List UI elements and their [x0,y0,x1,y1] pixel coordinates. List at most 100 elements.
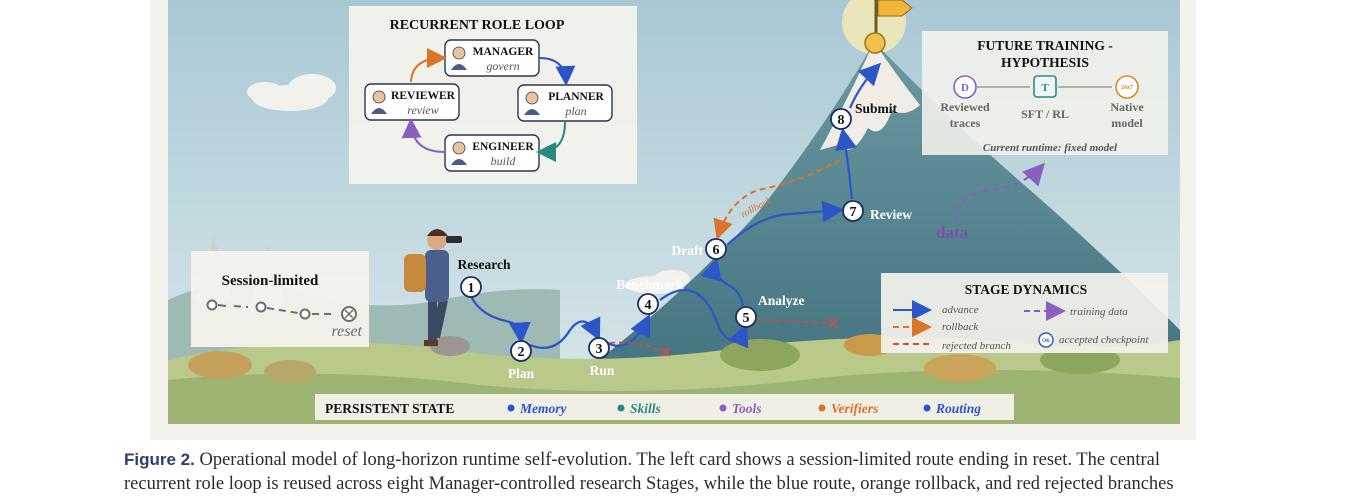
stage-circle [735,306,757,328]
stage-label: Benchmark [616,277,684,292]
state-label: Tools [732,401,762,416]
legend-accepted: accepted checkpoint [1059,334,1149,346]
stage-number: 2 [518,345,525,360]
persistent-state-tools: Tools [719,401,762,416]
stage-label: Plan [508,366,535,381]
role-verb: plan [564,104,586,118]
loop-arrow-reviewer-manager [410,48,447,83]
role-loop-card: RECURRENT ROLE LOOP MANAGERgovernPLANNER… [349,6,637,184]
training-node-glyph: D [961,82,969,94]
training-node-glyph: T [1041,82,1049,94]
future-training-note: Current runtime: fixed model [983,142,1118,154]
state-label: Routing [935,401,981,416]
session-limited-card: Session-limited reset [191,251,369,347]
training-node-label: SFT / RL [1021,107,1069,121]
stage-number: 1 [468,281,475,296]
state-dot-icon [617,404,625,412]
loop-arrow-planner-engineer [536,121,566,162]
accepted-checkpoint-glyph: OK [1042,339,1050,344]
role-avatar-icon [371,90,387,114]
cloud [625,270,690,294]
summit-flag [864,0,913,54]
stage-label: Research [458,257,511,272]
future-training-title-2: HYPOTHESIS [1001,55,1089,70]
training-node-2: T SFT / RL [1021,75,1069,121]
caption-line-2: recurrent role loop is reused across eig… [124,474,1174,494]
state-dot-icon [818,404,826,412]
stage-number: 7 [850,205,857,220]
role-name: ENGINEER [472,141,534,153]
stage-node-1: 1 Research [458,257,511,298]
stage-number: 3 [596,342,603,357]
training-node-glyph: 24x7 [1121,85,1133,91]
session-card-title: Session-limited [222,273,319,289]
stage-number: 8 [838,113,845,128]
role-loop-title: RECURRENT ROLE LOOP [390,18,565,33]
caption-line-1: Figure 2. Operational model of long-hori… [124,448,1224,472]
loop-arrow-manager-planner [538,57,576,86]
persistent-state-verifiers: Verifiers [818,401,878,416]
legend-rollback: rollback [942,321,979,333]
persistent-state-memory: Memory [507,401,568,416]
state-dot-icon [923,404,931,412]
state-label: Verifiers [831,401,878,416]
stage-circle [510,340,532,362]
hiker-figure [404,229,462,346]
data-label: data [936,223,969,242]
role-name: REVIEWER [391,90,456,102]
rock [430,336,470,356]
role-name: PLANNER [548,91,604,103]
state-label: Memory [519,401,568,416]
reset-label: reset [331,323,362,340]
caption-text-1: Operational model of long-horizon runtim… [199,450,1161,470]
rejected-branches [609,319,829,353]
training-node-label-2: traces [950,116,981,130]
stage-dynamics-title: STAGE DYNAMICS [965,282,1087,297]
stage-label: Analyze [758,293,805,308]
state-dot-icon [719,404,727,412]
persistent-state-skills: Skills [617,401,661,416]
role-verb: review [407,103,439,117]
stage-node-8: 8 Submit [830,101,898,130]
stage-number: 6 [713,243,720,258]
loop-arrow-engineer-reviewer [401,118,446,153]
training-data-route [953,162,1045,223]
role-verb: govern [486,59,519,73]
cloud [247,74,336,111]
role-avatar-icon [451,46,467,70]
stage-number: 5 [743,311,750,326]
accepted-checkpoint-icon [1038,332,1054,348]
stage-circle [460,276,482,298]
session-chain [206,299,357,322]
role-avatar-icon [524,91,540,115]
stage-number: 4 [645,298,652,313]
persistent-state-bar: PERSISTENT STATE Memory Skills Tools Verifi… [315,394,1014,420]
stage-label: Run [590,363,615,378]
future-training-card: FUTURE TRAINING - HYPOTHESIS DReviewedtr… [922,31,1168,155]
training-node-1: D Reviewed traces [940,75,990,130]
persistent-state-title: PERSISTENT STATE [325,401,454,416]
stage-label: Review [870,207,912,222]
stage-circle [705,238,727,260]
persistent-state-routing: Routing [923,401,981,416]
training-node-label: Reviewed [940,100,990,114]
figure-caption: Figure 2. Operational model of long-hori… [124,448,1224,496]
stage-label: Submit [855,101,898,116]
stage-node-5: 5 Analyze [735,293,805,328]
state-dot-icon [507,404,515,412]
caption-label: Figure 2. [124,450,195,469]
stage-circle [842,200,864,222]
stage-node-7: 7 Review [842,200,912,222]
role-name: MANAGER [473,46,534,58]
